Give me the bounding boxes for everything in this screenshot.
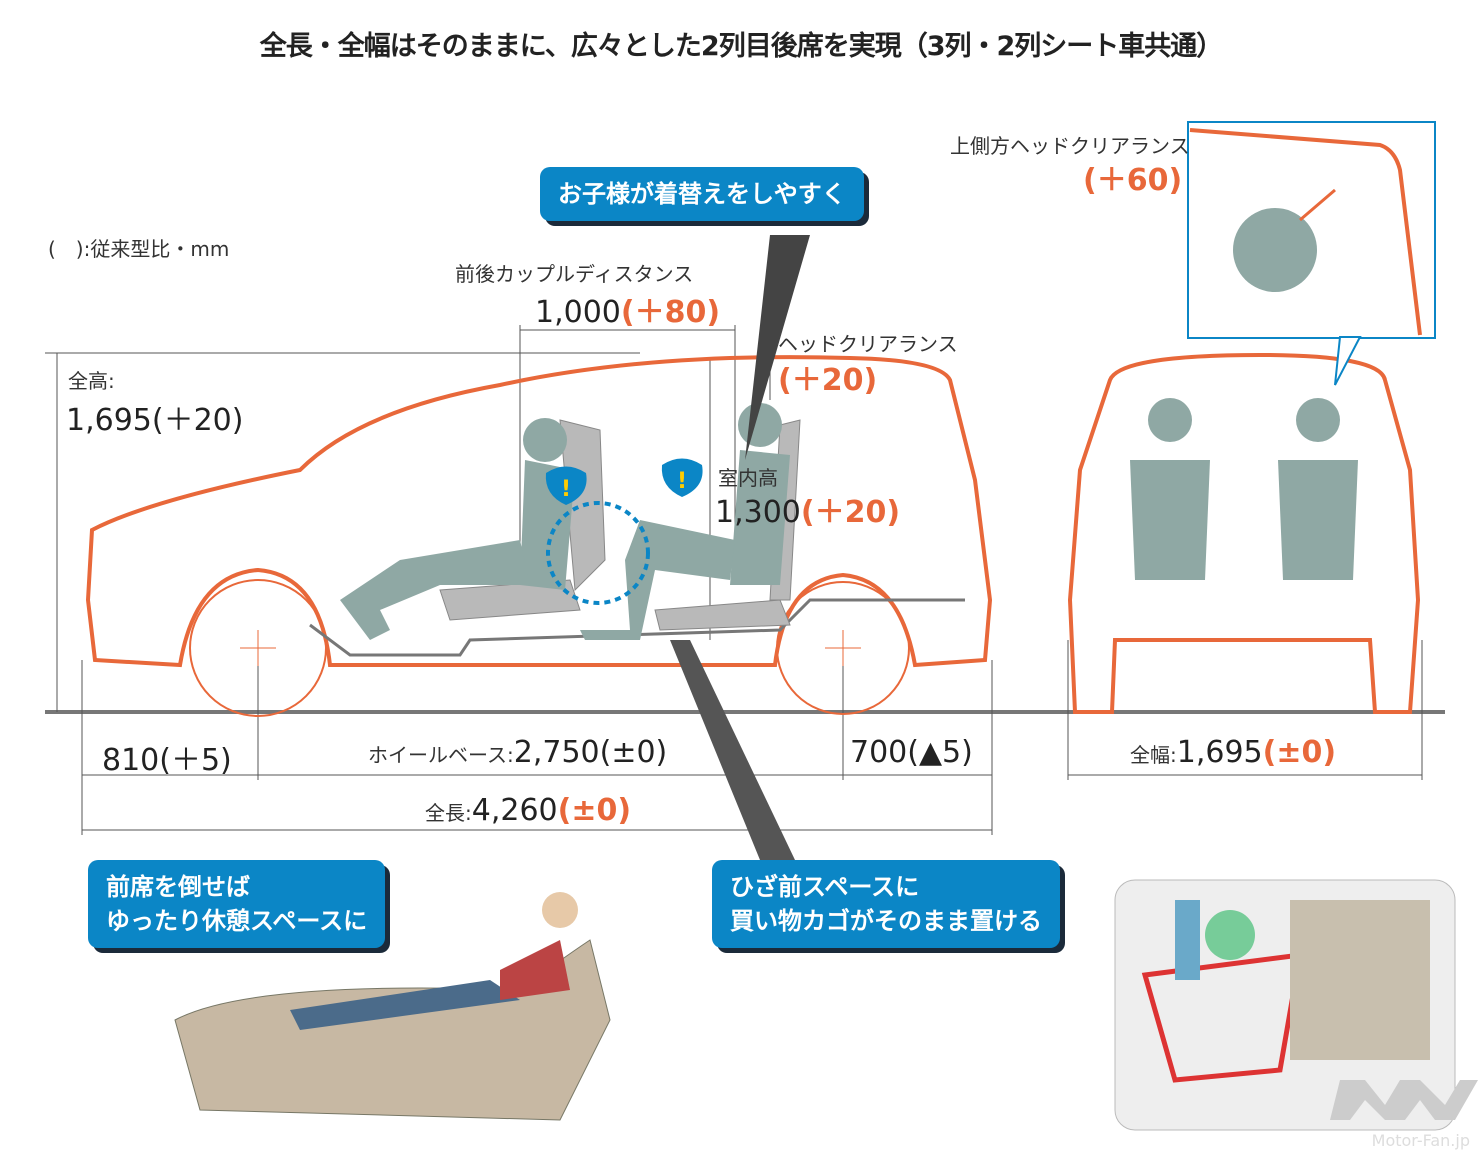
length: 全長:4,260(±0): [425, 793, 632, 828]
motor-fan-logo: [1330, 1080, 1478, 1120]
svg-text:!: !: [677, 469, 687, 494]
shopping-basket-illustration: [1114, 879, 1456, 1131]
front-overhang: 810(＋5): [102, 743, 232, 778]
alert-icon: !: [545, 466, 587, 505]
height-label: 全高:: [68, 369, 115, 393]
front-seats: [1130, 398, 1358, 580]
seats: [439, 419, 801, 631]
interior-height-label: 室内高: [718, 466, 778, 490]
side-head-clearance-diff: (＋60): [1083, 163, 1183, 198]
inset-head: [1233, 208, 1317, 292]
clearance-arrow: [1299, 188, 1336, 222]
page-title: 全長・全幅はそのままに、広々とした2列目後席を実現（3列・2列シート車共通）: [259, 31, 1224, 62]
floor-line: [309, 598, 965, 657]
callout-pointer: [745, 235, 810, 460]
callout-rest-space: 前席を倒せばゆったり休憩スペースに: [88, 860, 386, 948]
side-head-clearance-label: 上側方ヘッドクリアランス: [950, 134, 1190, 158]
width: 全幅:1,695(±0): [1130, 735, 1337, 770]
callout-changing: お子様が着替えをしやすく: [540, 167, 864, 221]
head-clearance-label: ヘッドクリアランス: [778, 332, 958, 356]
rear-overhang: 700(▲5): [850, 735, 973, 770]
reclined-seat-illustration: [174, 892, 611, 1121]
interior-height-value: 1,300(＋20): [715, 495, 901, 530]
alert-icon: !: [661, 458, 703, 497]
car-front-outline: [1067, 352, 1421, 714]
wheelbase: ホイールベース:2,750(±0): [368, 735, 668, 770]
couple-distance-label: 前後カップルディスタンス: [455, 262, 694, 286]
head-clearance-diff: (＋20): [778, 363, 878, 398]
knee-space-circle: [546, 501, 650, 605]
callout-basket: ひざ前スペースに買い物カゴがそのまま置ける: [712, 860, 1060, 948]
watermark: Motor-Fan.jp: [1371, 1131, 1470, 1150]
legend-note: ( ):従来型比・mm: [48, 237, 230, 261]
car-side-outline: [85, 355, 993, 717]
height-value: 1,695(＋20): [66, 403, 244, 438]
svg-text:!: !: [561, 477, 571, 502]
couple-distance-value: 1,000(＋80): [535, 295, 721, 330]
callout-pointer: [670, 640, 795, 860]
